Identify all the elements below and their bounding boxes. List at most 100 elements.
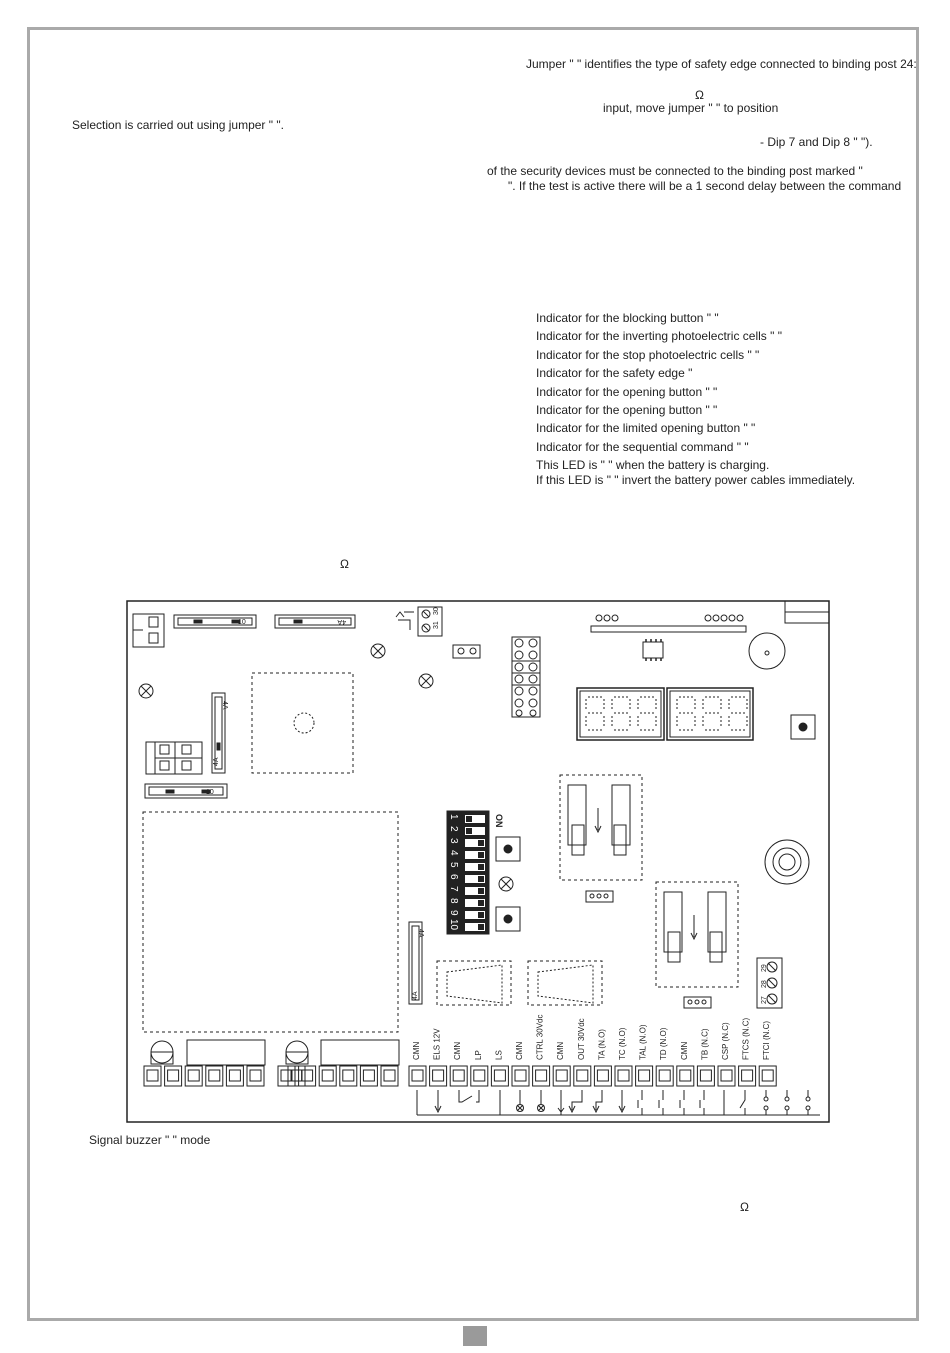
terminal-screw-head <box>290 1069 303 1082</box>
terminal-screw <box>246 1065 265 1087</box>
terminal-screw-head <box>720 1069 733 1082</box>
fuse-label: 10 <box>206 789 214 796</box>
terminal-screw <box>532 1065 551 1087</box>
dip-number: 2 <box>448 826 459 832</box>
terminal-label: LS <box>494 1050 503 1060</box>
terminal-screw-head <box>187 1069 200 1082</box>
terminal-screw-head <box>411 1069 424 1082</box>
indicator-line: This LED is " " when the battery is char… <box>536 458 770 472</box>
terminal-screw <box>318 1065 337 1087</box>
terminal-screw-head <box>383 1069 396 1082</box>
terminal-screw <box>593 1065 612 1087</box>
security-devices-text: of the security devices must be connecte… <box>487 164 863 178</box>
terminal-screw <box>449 1065 468 1087</box>
indicator-line: Indicator for the safety edge " <box>536 366 693 380</box>
terminal-screw <box>225 1065 244 1087</box>
terminal-screw <box>635 1065 654 1087</box>
fuse-label: 4A <box>221 701 228 710</box>
indicator-line: Indicator for the opening button " " <box>536 403 718 417</box>
terminal-screw-head <box>321 1069 334 1082</box>
terminal-screw <box>359 1065 378 1087</box>
terminal-screw <box>470 1065 489 1087</box>
terminal-screw <box>696 1065 715 1087</box>
terminal-screw-head <box>473 1069 486 1082</box>
post-label: 29 <box>761 964 768 972</box>
terminal-screw <box>738 1065 757 1087</box>
post-label: 28 <box>761 980 768 988</box>
terminal-label: CMN <box>556 1042 565 1060</box>
terminal-screw-head <box>249 1069 262 1082</box>
terminal-screw-head <box>228 1069 241 1082</box>
terminal-label: CSP (N.C) <box>721 1022 730 1060</box>
terminal-screw-head <box>146 1069 159 1082</box>
indicator-line: Indicator for the opening button " " <box>536 385 718 399</box>
dip-number: 10 <box>448 919 459 931</box>
omega-symbol: Ω <box>695 88 704 102</box>
terminal-screw <box>573 1065 592 1087</box>
terminal-screw <box>676 1065 695 1087</box>
dip-number: 9 <box>448 910 459 916</box>
terminal-screw <box>614 1065 633 1087</box>
page-frame <box>27 27 919 1321</box>
terminal-screw-head <box>638 1069 651 1082</box>
page-tab-marker <box>463 1326 487 1346</box>
terminal-screw-head <box>280 1069 293 1082</box>
dip-number: 7 <box>448 886 459 892</box>
fuse-label: 4A <box>337 618 346 625</box>
terminal-label: LP <box>474 1050 483 1060</box>
terminal-screw <box>205 1065 224 1087</box>
indicator-line: Indicator for the blocking button " " <box>536 311 719 325</box>
terminal-screw-head <box>452 1069 465 1082</box>
terminal-label: CMN <box>412 1042 421 1060</box>
terminal-screw <box>552 1065 571 1087</box>
fuse-label: 4A <box>412 991 419 1000</box>
terminal-screw <box>717 1065 736 1087</box>
terminal-screw <box>380 1065 399 1087</box>
dip-on-label: ON <box>494 814 504 828</box>
terminal-label: ELS 12V <box>433 1028 442 1060</box>
connector-pin-label: 30 <box>433 607 440 615</box>
dip-number: 3 <box>448 838 459 844</box>
terminal-label: TA (N.O) <box>597 1029 606 1060</box>
terminal-screw-head <box>290 1069 303 1082</box>
terminal-screw <box>287 1065 306 1087</box>
indicator-line: Indicator for the sequential command " " <box>536 440 749 454</box>
indicator-line: Indicator for the limited opening button… <box>536 421 756 435</box>
terminal-screw <box>429 1065 448 1087</box>
indicator-line: Indicator for the inverting photoelectri… <box>536 329 782 343</box>
terminal-label: CMN <box>453 1042 462 1060</box>
terminal-screw-head <box>741 1069 754 1082</box>
terminal-screw-head <box>596 1069 609 1082</box>
terminal-screw-head <box>208 1069 221 1082</box>
terminal-screw-head <box>514 1069 527 1082</box>
terminal-screw-head <box>167 1069 180 1082</box>
move-jumper-text: input, move jumper " " to position <box>603 101 779 115</box>
fuse-label: 10 <box>238 619 246 626</box>
terminal-screw-head <box>290 1069 303 1082</box>
test-delay-text: ". If the test is active there will be a… <box>508 179 902 193</box>
terminal-label: FTCI (N.C) <box>762 1021 771 1060</box>
terminal-label: TAL (N.O) <box>639 1024 648 1060</box>
terminal-screw <box>511 1065 530 1087</box>
fuse-label: 4A <box>417 929 424 938</box>
terminal-label: TD (N.O) <box>659 1027 668 1060</box>
terminal-screw <box>490 1065 509 1087</box>
indicator-line: If this LED is " " invert the battery po… <box>536 473 856 487</box>
terminal-screw-head <box>761 1069 774 1082</box>
terminal-screw-head <box>699 1069 712 1082</box>
selection-text: Selection is carried out using jumper " … <box>72 118 284 132</box>
terminal-screw-head <box>658 1069 671 1082</box>
terminal-label: OUT 30Vdc <box>577 1018 586 1060</box>
dip-number: 4 <box>448 850 459 856</box>
jumper-type-text: Jumper " " identifies the type of safety… <box>526 57 917 71</box>
terminal-screw <box>143 1065 162 1087</box>
terminal-label: CMN <box>515 1042 524 1060</box>
dip-number: 8 <box>448 898 459 904</box>
terminal-screw-head <box>555 1069 568 1082</box>
post-label: 27 <box>761 996 768 1004</box>
dip-number: 5 <box>448 862 459 868</box>
terminal-screw-head <box>576 1069 589 1082</box>
signal-buzzer-text: Signal buzzer " " mode <box>89 1133 211 1147</box>
terminal-screw-head <box>679 1069 692 1082</box>
omega-symbol: Ω <box>740 1200 749 1214</box>
